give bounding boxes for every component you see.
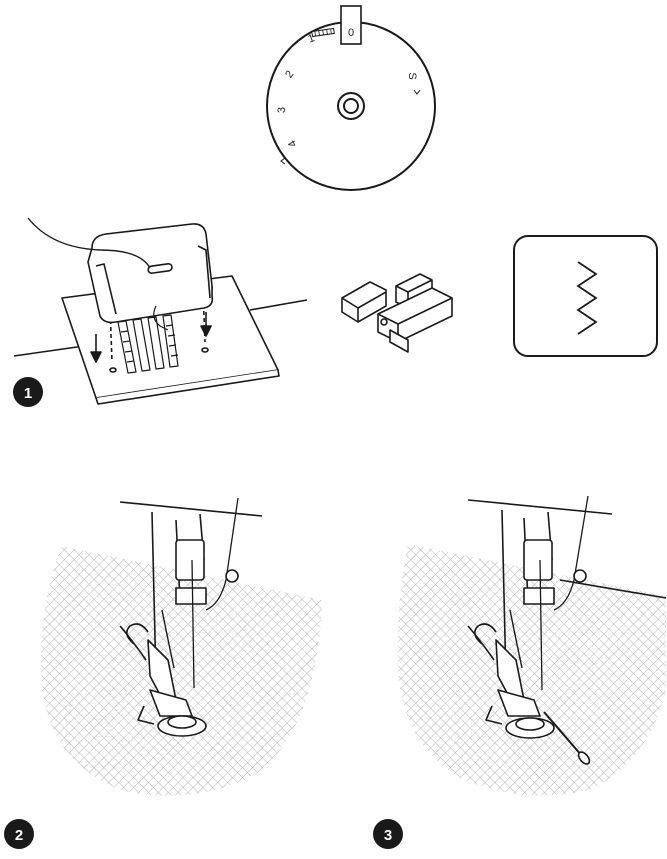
- foot-screw-hole: [380, 318, 388, 326]
- zigzag-stitch-panel: [513, 235, 658, 357]
- darning-presser-foot: [341, 273, 453, 353]
- step-badge-two: 2: [4, 819, 34, 849]
- thread-lower: [153, 305, 169, 331]
- needle: [191, 559, 195, 689]
- darning-plate-assembly: [13, 217, 308, 405]
- darning-plate-slot: [147, 263, 173, 274]
- fabric-swatch-three: [397, 544, 666, 796]
- machine-head-edge: [119, 501, 263, 517]
- dial-mark-four: 4: [286, 138, 299, 149]
- machine-bed-line-right: [249, 299, 308, 311]
- dial-mark-three: 3: [276, 107, 288, 113]
- zigzag-stitch-icon: [576, 261, 598, 335]
- step-badge-three: 3: [373, 819, 403, 849]
- needle-area-illustration-two: [40, 497, 322, 796]
- dial-fine-range-mark: [311, 27, 335, 38]
- dial-indicator-window: [340, 5, 362, 45]
- foot-left-block: [341, 281, 387, 323]
- dial-setting-zero: 0: [348, 27, 354, 39]
- arrow-down-right-icon: [200, 325, 212, 337]
- darning-plate-side: [87, 247, 214, 324]
- needle-clamp: [175, 539, 205, 581]
- darning-plate-clip-right: [197, 245, 211, 299]
- stitch-length-dial: 0 1 2 3 4 S: [266, 5, 436, 191]
- dial-mark-four-group: 4: [280, 138, 300, 165]
- dial-mark-two: 2: [283, 69, 296, 81]
- step-number-three: 3: [384, 827, 392, 844]
- fabric-swatch: [40, 546, 322, 796]
- upper-thread-three: [553, 495, 589, 611]
- stitch-pattern-frame: [513, 235, 658, 357]
- dial-mark-s: S: [406, 72, 418, 79]
- step-number-two: 2: [15, 827, 23, 844]
- arrow-down-left-icon: [90, 351, 102, 363]
- step-number-one: 1: [24, 385, 32, 402]
- thread-guide-knob: [225, 569, 239, 583]
- machine-bed-line-left: [13, 345, 85, 357]
- dial-hub-inner: [343, 98, 359, 114]
- needle-clamp-three: [523, 539, 553, 581]
- dial-chevron-s-icon: [413, 89, 421, 95]
- dial-chevron-four-icon: [280, 157, 286, 165]
- thread-upper: [27, 217, 151, 269]
- upper-thread: [205, 497, 239, 611]
- plate-hole-left: [109, 367, 117, 373]
- dial-mark-s-group: S: [406, 72, 421, 95]
- plate-hole-right: [201, 347, 209, 353]
- darning-plate-clip-left: [95, 263, 117, 315]
- step-badge-one: 1: [13, 377, 43, 407]
- thread-guide-knob-three: [573, 569, 587, 583]
- needle-plate-edge: [95, 369, 280, 405]
- foot-pad: [389, 329, 409, 353]
- needle-three: [539, 559, 543, 691]
- threader-hook-icon: [543, 711, 583, 757]
- feed-dog-slots: [117, 314, 179, 374]
- needle-area-illustration-three: [397, 495, 667, 796]
- dial-mark-one: 1: [306, 32, 316, 45]
- machine-head-edge-three: [467, 499, 613, 515]
